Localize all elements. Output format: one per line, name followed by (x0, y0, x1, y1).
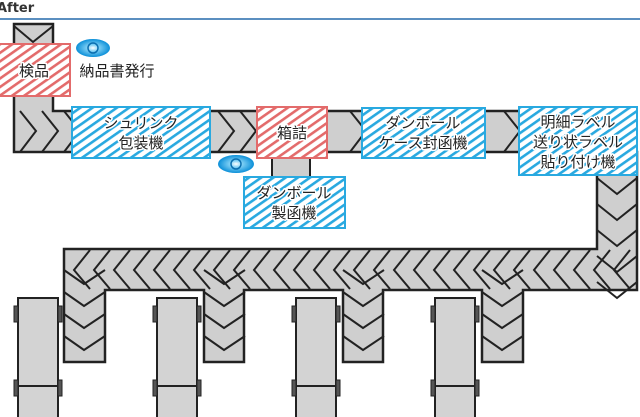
conveyor-chevron (392, 249, 411, 290)
conveyor-chevron (41, 110, 60, 153)
erector-connector (271, 157, 311, 179)
sealer-label-1: ダンボール (385, 114, 460, 132)
conveyor-chevron (412, 249, 431, 290)
conveyor-chevron (342, 335, 385, 352)
conveyor-chevron (342, 313, 385, 330)
inspection-label: 検品 (19, 62, 49, 80)
conveyor-chevron (63, 291, 106, 308)
invoice-label: 納品書発行 (79, 62, 154, 80)
labeler-label-1: 明細ラベル (540, 113, 615, 131)
conveyor-chevron (92, 249, 111, 290)
conveyor-chevron (272, 249, 291, 290)
conveyor-chevron (342, 269, 385, 286)
conveyor-chevron (192, 249, 211, 290)
conveyor-chevron (217, 110, 236, 153)
conveyor-chevron (172, 249, 191, 290)
boxing-label: 箱詰 (277, 124, 307, 142)
conveyor-chevron (203, 335, 246, 352)
truck-icon (152, 297, 202, 417)
shrink-label-2: 包装機 (118, 134, 163, 152)
erector-label-2: 製函機 (271, 204, 316, 222)
conveyor-chevron (63, 335, 106, 352)
conveyor-chevron (292, 249, 311, 290)
process-box-erector: ダンボール 製函機 (243, 176, 346, 229)
conveyor-chevron (452, 249, 471, 290)
conveyor-chevron (203, 291, 246, 308)
conveyor-chevron (152, 249, 171, 290)
labeler-label-2: 送り状ラベル (533, 133, 623, 151)
conveyor-chevron (481, 313, 524, 330)
truck-icon (13, 297, 63, 417)
conveyor-chevron (63, 313, 106, 330)
conveyor-chevron (203, 269, 246, 286)
shrink-label-1: シュリンク (103, 114, 178, 132)
conveyor-chevron (481, 335, 524, 352)
process-shrink-wrapper: シュリンク 包装機 (71, 106, 211, 159)
conveyor-chevron (512, 249, 531, 290)
process-inspection: 検品 (0, 43, 71, 97)
conveyor-chevron (19, 110, 38, 153)
eye-icon (218, 155, 254, 173)
conveyor-chevron (472, 249, 491, 290)
conveyor-chevron (481, 269, 524, 286)
conveyor-chevron (596, 203, 638, 222)
conveyor-chevron (13, 25, 54, 44)
conveyor-chevron (252, 249, 271, 290)
conveyor-chevron (596, 255, 638, 274)
process-boxing: 箱詰 (256, 106, 328, 159)
truck-icon (430, 297, 480, 417)
conveyor-chevron (596, 177, 638, 196)
conveyor-chevron (432, 249, 451, 290)
erector-label-1: ダンボール (256, 184, 331, 202)
sealer-label-2: ケース封函機 (378, 134, 467, 152)
conveyor-chevron (112, 249, 131, 290)
conveyor-chevron (596, 281, 638, 300)
eye-icon (76, 39, 110, 57)
conveyor-chevron (572, 249, 591, 290)
conveyor-chevron (596, 229, 638, 248)
labeler-label-3: 貼り付け機 (540, 153, 615, 171)
process-case-sealer: ダンボール ケース封函機 (361, 107, 486, 159)
conveyor-chevron (612, 249, 631, 290)
truck-icon (291, 297, 341, 417)
conveyor-chevron (63, 269, 106, 286)
header-title: After (0, 1, 35, 16)
conveyor-chevron (552, 249, 571, 290)
trucks (13, 297, 480, 417)
conveyor-chevron (532, 249, 551, 290)
conveyor-chevron (312, 249, 331, 290)
conveyor-chevron (232, 249, 251, 290)
process-labeler: 明細ラベル 送り状ラベル 貼り付け機 (518, 106, 638, 176)
conveyor-chevron (481, 291, 524, 308)
conveyor-chevron (332, 249, 351, 290)
conveyor-chevron (592, 249, 611, 290)
conveyor-chevron (132, 249, 151, 290)
header-divider (0, 18, 640, 20)
conveyor-chevron (342, 291, 385, 308)
conveyor-chevron (372, 249, 391, 290)
conveyor-chevron (203, 313, 246, 330)
